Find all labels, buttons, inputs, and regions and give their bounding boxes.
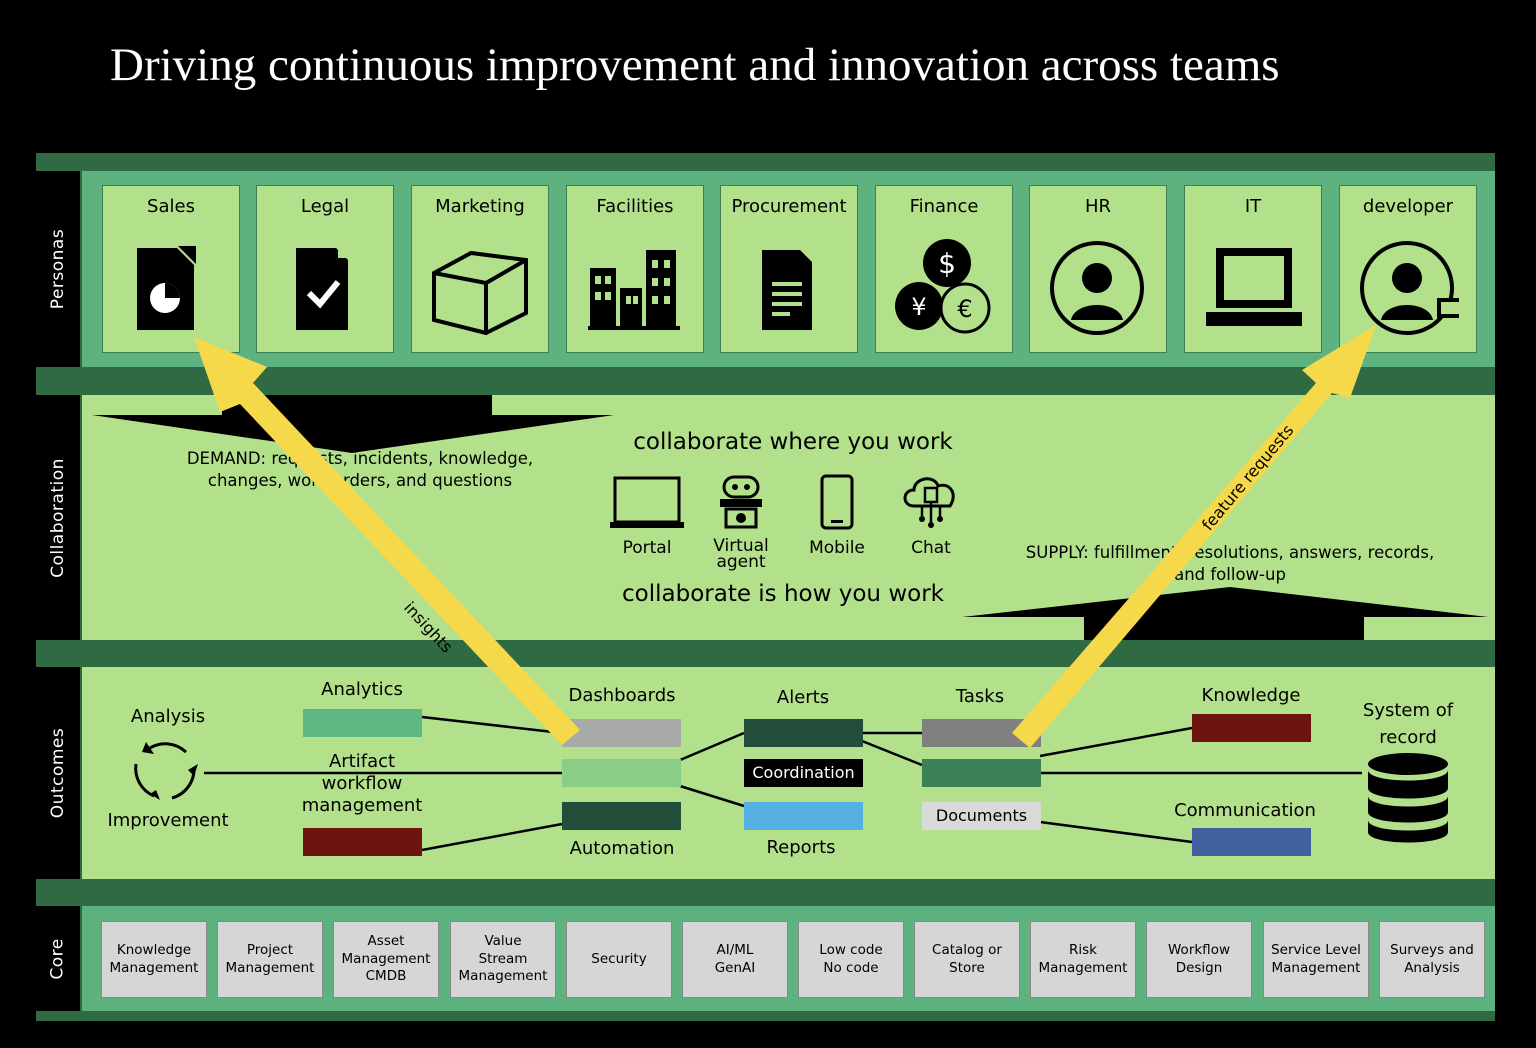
artifact-box[interactable] [303, 828, 422, 856]
core-project-management[interactable]: Project Management [217, 921, 323, 998]
core-knowledge-management[interactable]: Knowledge Management [101, 921, 207, 998]
dashboards-box[interactable] [562, 719, 681, 747]
dashboards-label: Dashboards [568, 685, 676, 706]
improvement-label: Improvement [107, 810, 229, 831]
row-label-collaboration: Collaboration [36, 395, 80, 640]
persona-finance: Finance $ ¥ € [875, 185, 1013, 353]
database-icon [1368, 753, 1448, 843]
alerts-label: Alerts [776, 687, 830, 708]
portal-laptop-icon [610, 476, 684, 528]
core-surveys[interactable]: Surveys and Analysis [1379, 921, 1485, 998]
channel-virtual-agent-label: Virtual agent [713, 536, 769, 572]
supply-arrow [962, 587, 1488, 640]
persona-legal: Legal [256, 185, 394, 353]
task-green-box[interactable] [922, 759, 1041, 787]
automation-box[interactable] [562, 802, 681, 830]
svg-text:$: $ [938, 247, 956, 280]
documents-box[interactable]: Documents [922, 802, 1041, 830]
laptop-icon [1206, 248, 1302, 326]
persona-label: Legal [300, 196, 350, 217]
core-risk-management[interactable]: Risk Management [1030, 921, 1136, 998]
collaborate-how-heading: collaborate is how you work [622, 581, 944, 607]
buildings-icon [588, 250, 680, 330]
persona-procurement: Procurement [720, 185, 858, 353]
system-of-record-label: System of record [1362, 700, 1454, 748]
coordination-label: Coordination [752, 763, 855, 782]
persona-developer: developer [1339, 185, 1477, 353]
channel-portal-label: Portal [622, 538, 672, 558]
knowledge-label: Knowledge [1201, 685, 1301, 706]
persona-it: IT [1184, 185, 1322, 353]
core-security[interactable]: Security [566, 921, 672, 998]
demand-text-line2: changes, work orders, and questions [207, 471, 513, 490]
core-service-level[interactable]: Service Level Management [1263, 921, 1369, 998]
core-workflow-design[interactable]: Workflow Design [1146, 921, 1252, 998]
persona-hr: HR [1029, 185, 1167, 353]
persona-label: Sales [147, 196, 195, 217]
svg-text:€: € [957, 295, 972, 323]
communication-box[interactable] [1192, 828, 1311, 856]
reports-box[interactable] [744, 802, 863, 830]
cycle-arrows-icon [134, 742, 198, 800]
documents-label: Documents [935, 806, 1028, 825]
person-icon [1050, 241, 1144, 335]
channel-chat-label: Chat [911, 538, 951, 558]
demand-text-line1: DEMAND: requests, incidents, knowledge, [186, 449, 534, 468]
persona-label: HR [1084, 196, 1112, 217]
robot-icon [720, 475, 762, 529]
persona-label: Procurement [731, 196, 847, 217]
persona-label: Finance [909, 196, 979, 217]
artifact-label: Artifact workflow management [301, 751, 423, 816]
persona-marketing: Marketing [411, 185, 549, 353]
middle-green-box[interactable] [562, 759, 681, 787]
persona-sales: Sales [102, 185, 240, 353]
document-check-icon [296, 246, 350, 330]
analysis-label: Analysis [130, 706, 206, 727]
sales-report-icon [137, 246, 196, 330]
supply-text-line2: and follow-up [1174, 565, 1286, 584]
core-ai-ml[interactable]: AI/ML GenAI [682, 921, 788, 998]
knowledge-box[interactable] [1192, 714, 1311, 742]
persona-facilities: Facilities [566, 185, 704, 353]
analytics-box[interactable] [303, 709, 422, 737]
core-low-code[interactable]: Low code No code [798, 921, 904, 998]
analytics-label: Analytics [321, 679, 403, 700]
document-lines-icon [762, 250, 812, 330]
persona-label: developer [1362, 196, 1454, 217]
currency-icon: $ ¥ € [895, 239, 991, 334]
persona-label: IT [1244, 196, 1262, 217]
page-title: Driving continuous improvement and innov… [110, 39, 1280, 91]
communication-label: Communication [1174, 800, 1316, 821]
core-value-stream[interactable]: Value Stream Management [450, 921, 556, 998]
mobile-icon [820, 474, 854, 530]
core-asset-management[interactable]: Asset Management CMDB [333, 921, 439, 998]
row-label-core: Core [36, 906, 80, 1011]
svg-text:¥: ¥ [911, 293, 926, 321]
supply-text-line1: SUPPLY: fulfillment, resolutions, answer… [1025, 543, 1435, 562]
tasks-label: Tasks [955, 686, 1005, 707]
alerts-box[interactable] [744, 719, 863, 747]
automation-label: Automation [569, 838, 675, 859]
row-label-personas: Personas [36, 171, 80, 367]
coordination-box[interactable]: Coordination [744, 759, 863, 787]
reports-label: Reports [766, 837, 836, 858]
row-label-outcomes: Outcomes [36, 667, 80, 879]
core-catalog[interactable]: Catalog or Store [914, 921, 1020, 998]
collaborate-where-heading: collaborate where you work [633, 429, 953, 455]
persona-label: Marketing [435, 196, 525, 217]
developer-icon [1360, 241, 1459, 335]
cube-icon [432, 250, 528, 336]
persona-label: Facilities [596, 196, 674, 217]
channel-mobile-label: Mobile [809, 538, 865, 558]
chat-cloud-icon [903, 477, 955, 528]
